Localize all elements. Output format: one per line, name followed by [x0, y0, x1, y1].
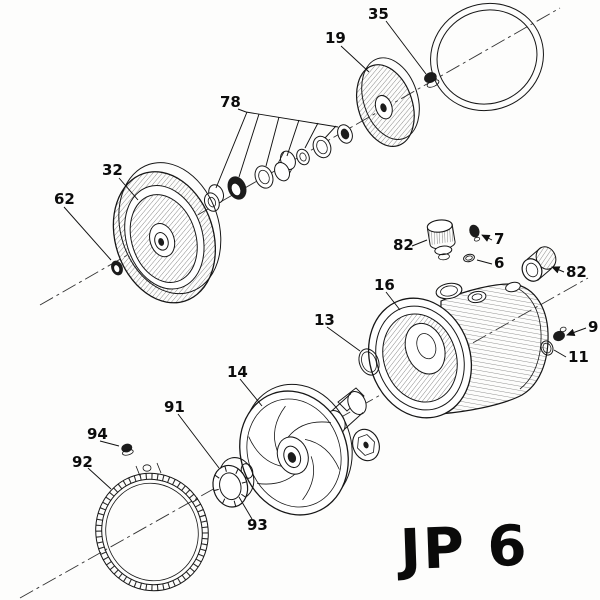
part-6-oring	[463, 253, 475, 263]
part-94-nut	[121, 443, 134, 456]
part-label-11: 11	[568, 348, 589, 366]
part-32-flange	[112, 162, 222, 304]
part-label-94: 94	[87, 425, 108, 443]
part-label-93: 93	[247, 516, 268, 534]
part-78-seal-kit	[203, 124, 353, 212]
part-16-pump-housing	[367, 281, 549, 419]
part-label-9: 9	[588, 318, 598, 336]
part-92-clamp-ring	[95, 462, 209, 592]
part-label-82b: 82	[566, 263, 587, 281]
part-7-plug	[469, 224, 481, 242]
part-14-impeller	[239, 383, 353, 516]
model-title: JP 6	[395, 514, 530, 584]
part-label-91: 91	[164, 398, 185, 416]
part-19-disc	[356, 57, 420, 147]
part-label-6: 6	[494, 254, 504, 272]
part-label-19: 19	[325, 29, 346, 47]
part-35-nut	[424, 72, 440, 88]
part-label-62: 62	[54, 190, 75, 208]
part-label-16: 16	[374, 276, 395, 294]
part-91-locknut	[212, 457, 255, 508]
part-label-78: 78	[220, 93, 241, 111]
part-label-14: 14	[227, 363, 248, 381]
part-label-7: 7	[494, 230, 504, 248]
part-label-13: 13	[314, 311, 335, 329]
part-label-92: 92	[72, 453, 93, 471]
part-label-35: 35	[368, 5, 389, 23]
part-9-plug	[553, 326, 567, 342]
large-o-ring	[430, 2, 544, 112]
part-11-oring	[540, 340, 554, 356]
part-82-bushing	[521, 246, 557, 282]
part-13-oring	[358, 348, 380, 376]
part-82-cap	[426, 219, 456, 261]
part-label-32: 32	[102, 161, 123, 179]
part-62-oring	[111, 260, 123, 276]
part-label-82a: 82	[393, 236, 414, 254]
leader-lines	[63, 20, 587, 520]
